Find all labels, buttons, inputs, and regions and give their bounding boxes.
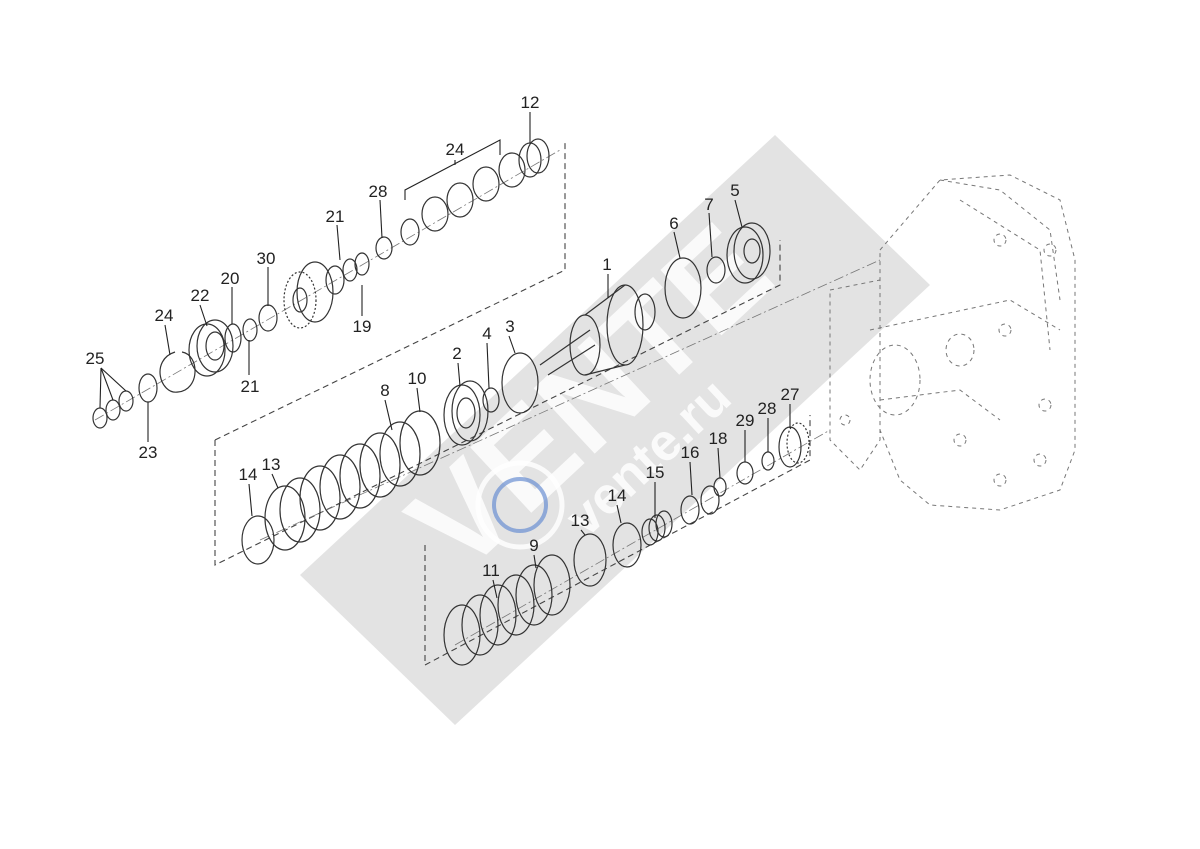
callout-2: 2 (452, 344, 461, 363)
callout-21-upper: 21 (326, 207, 345, 226)
assembly-boxes (214, 140, 811, 666)
transmission-housing (829, 174, 1076, 511)
callout-17: 24 (446, 140, 465, 159)
upper-row-parts (92, 138, 550, 429)
callout-12: 12 (521, 93, 540, 112)
callout-labels: 12 24 28 21 30 20 22 24 19 25 21 23 1 6 … (86, 93, 800, 580)
callout-28: 28 (758, 399, 777, 418)
callout-27: 27 (781, 385, 800, 404)
callout-20: 20 (221, 269, 240, 288)
callout-8: 8 (380, 381, 389, 400)
middle-row-parts (241, 222, 771, 565)
callout-5: 5 (730, 181, 739, 200)
callout-30: 30 (257, 249, 276, 268)
callout-9: 9 (529, 536, 538, 555)
leader-lines (99, 112, 791, 599)
callout-16: 16 (681, 443, 700, 462)
callout-25: 25 (86, 349, 105, 368)
callout-14-lower: 14 (608, 486, 627, 505)
callout-24: 24 (155, 306, 174, 325)
callout-10: 10 (408, 369, 427, 388)
callout-1: 1 (602, 255, 611, 274)
callout-18: 18 (709, 429, 728, 448)
callout-13-lower: 13 (571, 511, 590, 530)
callout-19: 19 (353, 317, 372, 336)
callout-15: 15 (646, 463, 665, 482)
callout-21-lower: 21 (241, 377, 260, 396)
watermark-logo (475, 460, 565, 550)
callout-7: 7 (704, 195, 713, 214)
callout-4: 4 (482, 324, 491, 343)
callout-11: 11 (482, 561, 500, 580)
callout-23: 23 (139, 443, 158, 462)
callout-14-upper: 14 (239, 465, 258, 484)
callout-26: 28 (369, 182, 388, 201)
callout-29: 29 (736, 411, 755, 430)
callout-13-upper: 13 (262, 455, 281, 474)
callout-3: 3 (505, 317, 514, 336)
callout-6: 6 (669, 214, 678, 233)
watermark: VENTE vente.ru (300, 135, 930, 725)
callout-22: 22 (191, 286, 210, 305)
